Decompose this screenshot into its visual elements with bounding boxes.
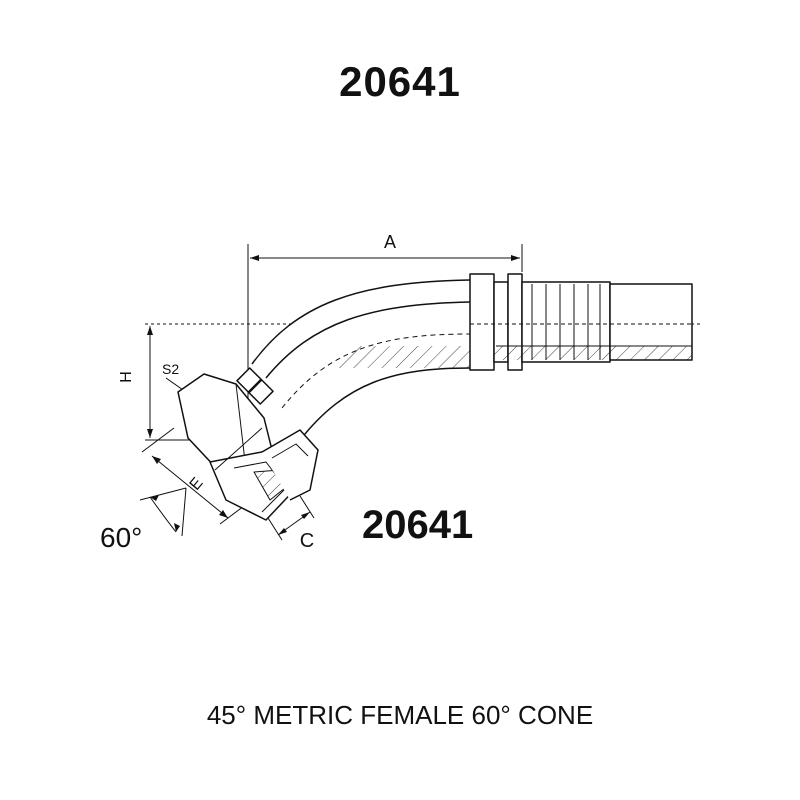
angle-label: 60°	[100, 522, 142, 553]
page-title: 20641	[339, 58, 461, 105]
dimension-s2-label: S2	[162, 361, 179, 377]
nut-axis	[214, 427, 263, 471]
dimension-c-label: C	[300, 530, 314, 552]
dimension-e-label: E	[187, 475, 207, 494]
caption: 45° METRIC FEMALE 60° CONE	[206, 700, 594, 730]
part-number-label: 20641	[362, 503, 474, 547]
fitting-body	[177, 273, 693, 521]
dimension-a-label: A	[384, 232, 396, 252]
angle-dimension	[139, 487, 187, 537]
dimension-c	[267, 495, 315, 541]
dimension-h-label: H	[118, 371, 135, 383]
